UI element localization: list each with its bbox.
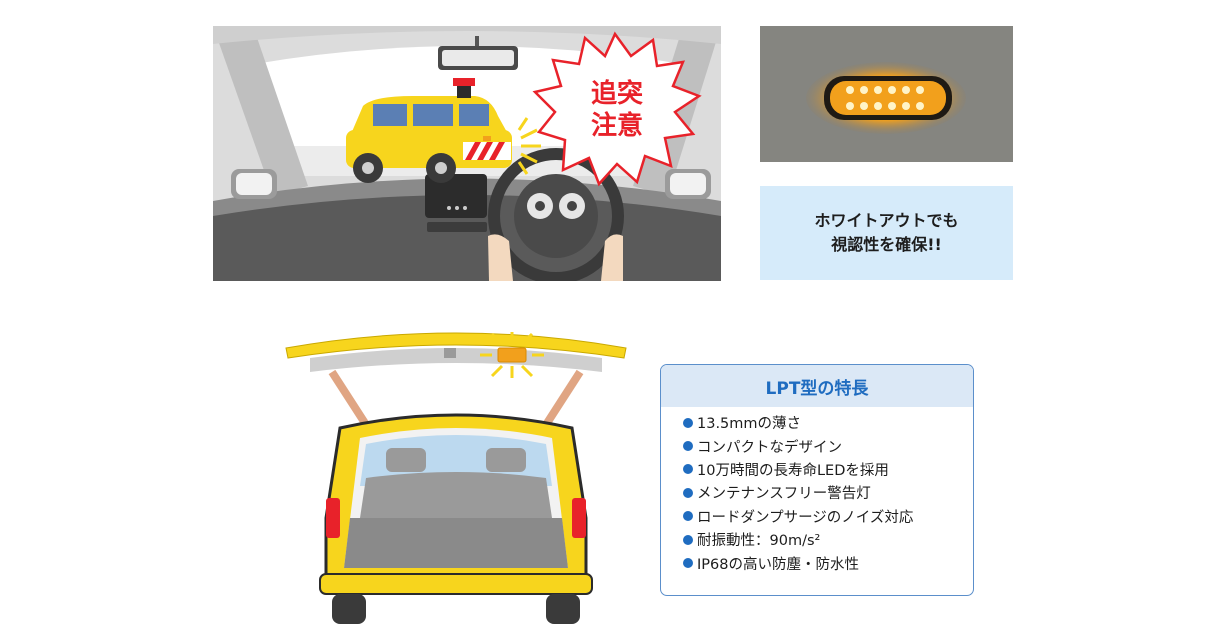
led-light-photo: [760, 26, 1013, 162]
feature-item: 耐振動性：90m/s²: [683, 528, 973, 551]
bullet-dot-icon: [683, 511, 693, 522]
feature-item: コンパクトなデザイン: [683, 434, 973, 457]
features-card: LPT型の特長 13.5mmの薄さ コンパクトなデザイン 10万時間の長寿命LE…: [660, 364, 974, 596]
driver-view-illustration: 追突 注意: [213, 26, 721, 281]
features-list: 13.5mmの薄さ コンパクトなデザイン 10万時間の長寿命LEDを採用 メンテ…: [661, 407, 973, 575]
feature-item: 13.5mmの薄さ: [683, 411, 973, 434]
bullet-dot-icon: [683, 534, 693, 545]
rear-car-illustration: [285, 332, 627, 624]
bullet-dot-icon: [683, 464, 693, 475]
bullet-dot-icon: [683, 487, 693, 498]
whiteout-line2: 視認性を確保!!: [831, 235, 942, 254]
warning-burst: [532, 31, 702, 187]
burst-line1: 追突: [591, 78, 643, 109]
feature-item: メンテナンスフリー警告灯: [683, 481, 973, 504]
whiteout-line1: ホワイトアウトでも: [814, 211, 959, 230]
whiteout-message: ホワイトアウトでも 視認性を確保!!: [760, 186, 1013, 280]
features-title: LPT型の特長: [661, 365, 973, 407]
bullet-dot-icon: [683, 558, 693, 569]
burst-line2: 注意: [591, 110, 643, 141]
bullet-dot-icon: [683, 417, 693, 428]
feature-item: ロードダンプサージのノイズ対応: [683, 505, 973, 528]
feature-item: 10万時間の長寿命LEDを採用: [683, 458, 973, 481]
bullet-dot-icon: [683, 441, 693, 452]
feature-item: IP68の高い防塵・防水性: [683, 551, 973, 574]
